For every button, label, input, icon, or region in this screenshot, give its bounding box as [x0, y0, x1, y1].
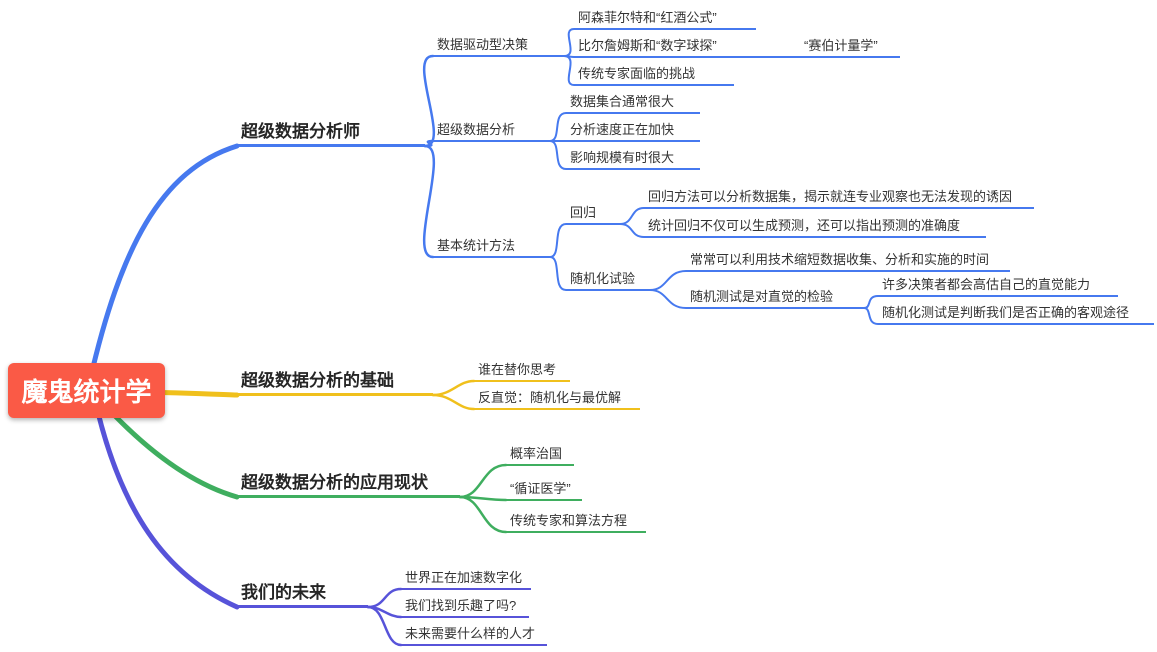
node-tech-shortens-time[interactable]: 常常可以利用技术缩短数据收集、分析和实施的时间 [686, 250, 1010, 272]
node-analysis-foundation[interactable]: 超级数据分析的基础 [237, 368, 433, 396]
node-super-analyst[interactable]: 超级数据分析师 [237, 119, 425, 147]
node-sabermetrics[interactable]: “赛伯计量学” [800, 36, 900, 58]
node-red-wine-formula[interactable]: 阿森菲尔特和“红酒公式” [574, 8, 756, 30]
node-who-thinks-for-you[interactable]: 谁在替你思考 [474, 360, 570, 382]
connector-big-datasets [549, 112, 567, 142]
branch-line-future [92, 397, 240, 610]
node-application-status[interactable]: 超级数据分析的应用现状 [237, 470, 460, 498]
connector-randomized-trials [549, 256, 567, 291]
node-experts-and-algorithms[interactable]: 传统专家和算法方程 [506, 511, 646, 533]
node-bill-james[interactable]: 比尔詹姆斯和“数字球探” [574, 36, 760, 58]
branch-line-analyst [87, 143, 240, 383]
connector-objective-way [863, 307, 879, 325]
node-experts-challenge[interactable]: 传统专家面临的挑战 [574, 64, 734, 86]
connector-regression-insight [619, 207, 645, 225]
node-faster-analysis[interactable]: 分析速度正在加快 [566, 120, 700, 142]
node-overestimate-intuition[interactable]: 许多决策者都会高估自己的直觉能力 [878, 275, 1118, 297]
node-data-driven-decisions[interactable]: 数据驱动型决策 [433, 35, 564, 57]
node-regression[interactable]: 回归 [566, 203, 620, 225]
connector-tech-shortens [649, 270, 687, 291]
node-randomized-trials[interactable]: 随机化试验 [566, 269, 650, 291]
connector-regression [549, 223, 567, 258]
connector-data-driven [422, 54, 436, 148]
connector-intuition-test [649, 289, 687, 309]
node-super-data-analysis[interactable]: 超级数据分析 [433, 120, 550, 142]
node-objective-way[interactable]: 随机化测试是判断我们是否正确的客观途径 [878, 303, 1154, 325]
node-regression-insight[interactable]: 回归方法可以分析数据集，揭示就连专业观察也无法发现的诱因 [644, 187, 1034, 209]
connector-digitalization [366, 587, 403, 609]
node-counterintuitive[interactable]: 反直觉：随机化与最优解 [474, 388, 640, 410]
connector-overestimate [863, 295, 879, 309]
connector-experts-algorithms [458, 495, 508, 534]
connector-probability-gov [458, 463, 508, 499]
connector-regression-prediction [619, 223, 645, 238]
node-evidence-based-medicine[interactable]: “循证医学” [506, 479, 582, 501]
node-big-datasets[interactable]: 数据集合通常很大 [566, 92, 700, 114]
connector-red-wine [563, 28, 575, 57]
connector-big-impact [549, 140, 567, 170]
branch-line-application [97, 397, 240, 500]
node-regression-prediction[interactable]: 统计回归不仅可以生成预测，还可以指出预测的准确度 [644, 216, 986, 238]
node-probability-governance[interactable]: 概率治国 [506, 444, 574, 466]
root-node[interactable]: 魔鬼统计学 [8, 363, 165, 418]
connector-who-thinks [431, 379, 476, 397]
node-future-talent[interactable]: 未来需要什么样的人才 [401, 624, 547, 646]
node-digitalization[interactable]: 世界正在加速数字化 [401, 568, 531, 590]
connector-basic-stats [423, 144, 435, 259]
connector-counterintuitive [431, 393, 476, 411]
node-basic-stats[interactable]: 基本统计方法 [433, 236, 550, 258]
node-intuition-test[interactable]: 随机测试是对直觉的检验 [686, 287, 864, 309]
node-big-impact[interactable]: 影响规模有时很大 [566, 148, 700, 170]
connector-experts-challenge [563, 55, 575, 86]
connector-talent [366, 605, 403, 647]
node-did-we-find-fun[interactable]: 我们找到乐趣了吗? [401, 596, 529, 618]
node-our-future[interactable]: 我们的未来 [237, 580, 368, 608]
